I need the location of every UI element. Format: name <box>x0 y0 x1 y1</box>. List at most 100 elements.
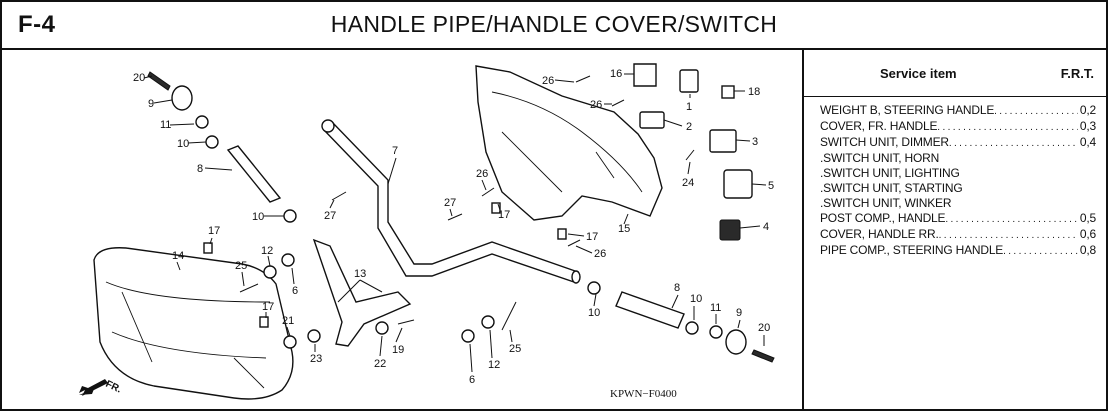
callout-number: 11 <box>160 119 171 131</box>
leader-dots <box>937 119 1078 135</box>
right-weight-part <box>615 291 685 329</box>
bolt-25a <box>239 283 259 293</box>
pipe-end-left <box>321 119 335 133</box>
leader-dots <box>945 211 1078 227</box>
callout-leader-line <box>204 167 233 171</box>
callout-leader-line <box>387 157 397 185</box>
clip-21 <box>283 335 297 349</box>
callout-leader-line <box>497 203 501 211</box>
leader-dots <box>1003 243 1078 259</box>
clip-17d <box>557 228 567 240</box>
frt-value: 0,2 <box>1079 103 1096 117</box>
callout-leader-line <box>481 179 487 191</box>
callout-number: 26 <box>476 168 488 180</box>
frt-value: 0,3 <box>1079 119 1096 133</box>
callout-number: 26 <box>590 99 602 111</box>
callout-leader-line <box>143 75 153 79</box>
right-nut-10 <box>587 281 601 295</box>
handle-cover-detail <box>105 281 271 389</box>
frt-value: 0,4 <box>1079 135 1096 149</box>
clip-17a <box>203 242 213 254</box>
switch-16 <box>633 63 657 87</box>
left-end-weight <box>171 85 193 111</box>
left-weight-part <box>226 145 282 203</box>
right-end-bolt <box>751 349 775 363</box>
callout-number: 6 <box>469 374 475 386</box>
handle-post-part <box>312 238 412 347</box>
callout-number: 15 <box>618 223 630 235</box>
callout-leader-line <box>489 329 493 359</box>
switch-1 <box>679 69 699 93</box>
bolt-26d <box>567 239 581 247</box>
callout-number: 12 <box>261 245 273 257</box>
callout-leader-line <box>153 99 173 104</box>
callout-number: 25 <box>509 343 521 355</box>
clip-17c <box>491 202 501 214</box>
right-collar-6 <box>461 329 475 343</box>
washer-22 <box>375 321 389 335</box>
callout-number: 8 <box>197 163 203 175</box>
bolt-26a <box>575 75 591 83</box>
service-row: COVER, FR. HANDLE0,3 <box>820 119 1096 135</box>
callout-number: 9 <box>736 307 742 319</box>
callout-leader-line <box>395 327 403 343</box>
callout-number: 10 <box>177 138 189 150</box>
callout-leader-line <box>176 261 181 271</box>
left-collar-12 <box>263 265 277 279</box>
bolt-26b <box>611 99 625 107</box>
callout-number: 24 <box>682 177 694 189</box>
bolt-27a <box>331 191 347 201</box>
left-rubber-11 <box>195 115 209 129</box>
figure-code: F-4 <box>18 11 56 38</box>
callout-number: 22 <box>374 358 386 370</box>
callout-leader-line <box>337 279 383 303</box>
service-row: .SWITCH UNIT, WINKER <box>820 196 1096 211</box>
callout-leader-line <box>663 119 683 127</box>
callout-number: 17 <box>262 301 274 313</box>
callout-number: 16 <box>610 68 622 80</box>
service-item-name: .SWITCH UNIT, STARTING <box>820 181 963 195</box>
callout-number: 23 <box>310 353 322 365</box>
bolt-26c <box>481 187 495 197</box>
parts-artwork <box>93 63 775 400</box>
service-row: WEIGHT B, STEERING HANDLE0,2 <box>820 103 1096 119</box>
switch-2 <box>639 111 665 129</box>
service-row: .SWITCH UNIT, LIGHTING <box>820 166 1096 181</box>
callout-leader-line <box>379 335 383 357</box>
switch-5 <box>723 169 753 199</box>
callout-leader-line <box>567 233 585 237</box>
callout-leader-line <box>291 267 295 285</box>
callout-number: 17 <box>586 231 598 243</box>
callout-leader-line <box>593 293 597 307</box>
left-nut-10 <box>205 135 219 149</box>
callout-number: 11 <box>710 302 721 314</box>
collar-23 <box>307 329 321 343</box>
right-collar-12 <box>481 315 495 329</box>
callout-leader-line <box>739 225 761 229</box>
drawing-code: KPWN−F0400 <box>610 388 677 400</box>
callout-number: 12 <box>488 359 500 371</box>
callout-leader-line <box>241 271 245 287</box>
front-cover-detail <box>491 91 643 193</box>
switch-4 <box>719 219 741 241</box>
callout-number: 3 <box>752 136 758 148</box>
callout-number: 10 <box>690 293 702 305</box>
service-item-heading: Service item <box>880 66 957 81</box>
front-cover-part <box>475 65 663 221</box>
callout-leader-line <box>575 245 593 254</box>
callout-leader-line <box>509 329 513 343</box>
service-row: .SWITCH UNIT, HORN <box>820 151 1096 166</box>
callout-number: 25 <box>235 260 247 272</box>
front-direction-arrow: FR. <box>79 379 123 396</box>
right-nut-10b <box>685 321 699 335</box>
callout-number: 4 <box>763 221 769 233</box>
service-row: PIPE COMP., STEERING HANDLE0,8 <box>820 243 1096 259</box>
callout-leader-line <box>449 208 453 217</box>
callout-leader-line <box>329 199 335 209</box>
callout-number: 2 <box>686 121 692 133</box>
service-item-name: .SWITCH UNIT, HORN <box>820 151 940 165</box>
callout-number: 27 <box>444 197 456 209</box>
